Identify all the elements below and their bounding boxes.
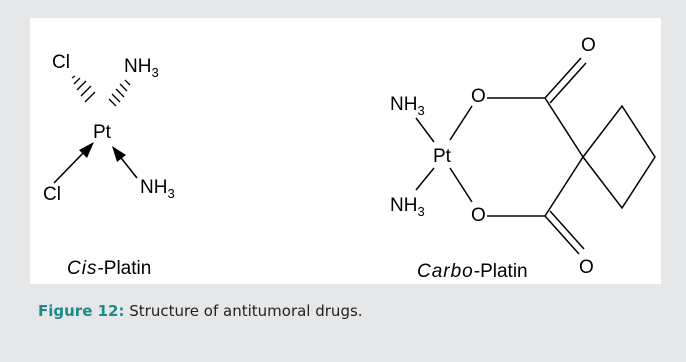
carboplatin-o-ring-top: O xyxy=(471,86,486,107)
carboplatin-pt: Pt xyxy=(433,146,452,167)
cisplatin-cl-top: Cl xyxy=(52,52,70,73)
cisplatin-pt: Pt xyxy=(93,122,112,143)
carboplatin-o-ring-bottom: O xyxy=(471,205,486,226)
cisplatin-label: Cis-Platin xyxy=(67,258,152,279)
cisplatin-nh3-top: NH3 xyxy=(124,56,159,80)
cisplatin-hashed-bond-nh3 xyxy=(108,79,131,107)
cisplatin-hashed-bond-cl xyxy=(71,75,96,103)
carboplatin-nh3-top: NH3 xyxy=(390,94,425,118)
carboplatin-structure: NH3 NH3 Pt O O O O xyxy=(390,35,656,278)
figure-number: Figure 12: xyxy=(38,302,125,320)
cisplatin-nh3-bottom: NH3 xyxy=(140,177,175,201)
structure-diagram: Cl NH3 Pt Cl NH3 xyxy=(43,35,656,278)
cisplatin-structure: Cl NH3 Pt Cl NH3 xyxy=(43,52,175,205)
carboplatin-bonds xyxy=(415,57,656,255)
carboplatin-label: Carbo-Platin xyxy=(417,261,528,282)
cisplatin-dative-bond-cl xyxy=(53,142,94,184)
carboplatin-o-carbonyl-top: O xyxy=(581,35,596,56)
figure-panel: Cl NH3 Pt Cl NH3 xyxy=(30,18,661,284)
figure-caption-text: Structure of antitumoral drugs. xyxy=(124,302,363,320)
carboplatin-nh3-bottom: NH3 xyxy=(390,195,425,219)
cisplatin-cl-bottom: Cl xyxy=(43,184,61,205)
figure-caption: Figure 12: Structure of antitumoral drug… xyxy=(38,302,363,320)
cisplatin-dative-bond-nh3 xyxy=(112,146,138,179)
carboplatin-o-carbonyl-bottom: O xyxy=(579,257,594,278)
